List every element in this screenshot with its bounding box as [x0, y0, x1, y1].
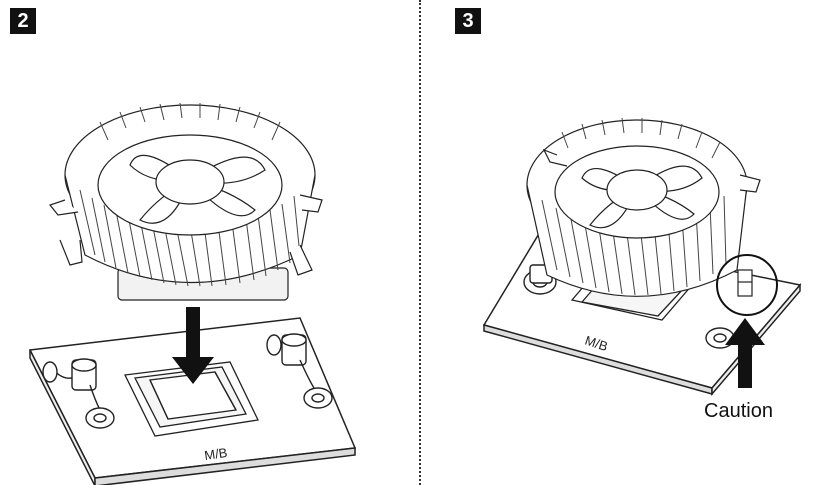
up-arrow-icon: [725, 318, 765, 388]
down-arrow-icon: [172, 307, 214, 384]
retention-clip-left: [42, 358, 115, 429]
caution-circle: [716, 254, 778, 316]
step-2-badge: 2: [10, 8, 36, 34]
step-3-illustration: M/B: [482, 117, 802, 397]
cpu-cooler: [48, 102, 323, 301]
step-3-badge: 3: [455, 8, 481, 34]
caution-label: Caution: [704, 400, 773, 422]
cpu-cooler: [526, 117, 761, 297]
board-label-right: M/B: [583, 333, 610, 354]
step-3-panel: 3 M/B: [422, 0, 831, 485]
panel-divider: [419, 0, 421, 485]
step-2-panel: 2: [10, 8, 357, 485]
board-label-left: M/B: [203, 445, 228, 463]
cpu-socket: [124, 361, 259, 437]
step-2-illustration: M/B: [28, 102, 357, 485]
retention-clip-right: [266, 333, 333, 409]
